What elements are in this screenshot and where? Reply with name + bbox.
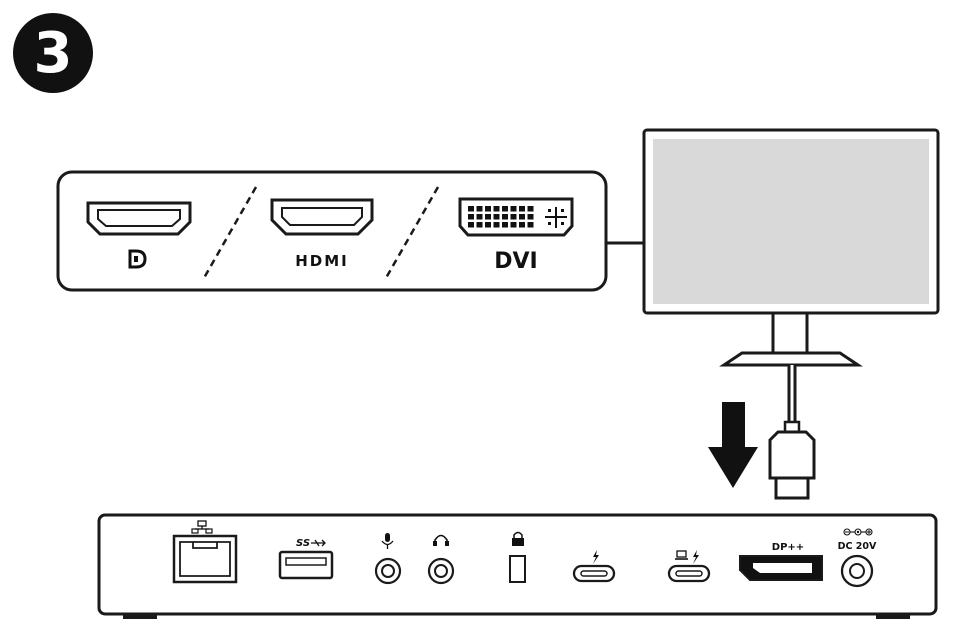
dvi-cross-pins — [545, 207, 567, 228]
network-icon — [191, 520, 213, 534]
connector-options-panel: HDMI DVI — [56, 170, 644, 292]
dc-power-input: DC 20V — [838, 528, 877, 588]
dvi-pin — [468, 214, 474, 220]
headphone-icon — [433, 534, 449, 546]
hdmi-label: HDMI — [295, 252, 349, 270]
dvi-pin — [527, 214, 534, 220]
usb-a-port: SS — [278, 538, 334, 580]
thunderbolt-port — [572, 550, 616, 583]
docking-station: SS — [97, 513, 938, 619]
dvi-pin — [519, 214, 525, 220]
divider-slash — [202, 186, 258, 279]
displayport-cable — [768, 365, 816, 500]
dvi-connector: DVI — [458, 197, 574, 274]
step-number: 3 — [34, 21, 73, 86]
dvi-pin — [476, 214, 483, 220]
thunderbolt-icon — [593, 550, 599, 564]
dvi-pin — [519, 222, 525, 228]
lock-icon — [512, 531, 524, 546]
dvi-pin — [476, 206, 483, 212]
dvi-pin — [527, 222, 534, 228]
dvi-pin — [468, 222, 474, 228]
hdmi-connector: HDMI — [270, 198, 374, 270]
displayport-logo-icon — [128, 249, 147, 269]
laptop-icon — [675, 550, 688, 560]
dvi-pin — [502, 206, 508, 212]
dvi-pin — [510, 214, 517, 220]
monitor-screen — [653, 139, 929, 304]
dvi-pin-grid — [468, 206, 534, 228]
dvi-pin — [493, 206, 500, 212]
divider-slash — [384, 186, 440, 279]
dvi-pin — [519, 206, 525, 212]
dvi-pin — [493, 222, 500, 228]
monitor — [642, 128, 940, 367]
lan-port — [172, 520, 238, 584]
dvi-pin — [485, 214, 491, 220]
thunderbolt-icon — [693, 550, 699, 564]
thunderbolt-upstream-port — [667, 550, 711, 583]
dvi-pin — [527, 206, 534, 212]
usb-superspeed-icon: SS — [296, 538, 310, 549]
displayport-output: DP++ — [739, 542, 823, 581]
dvi-pin — [502, 214, 508, 220]
arrow-down-icon — [708, 402, 758, 488]
dvi-pin — [493, 214, 500, 220]
dvi-pin — [468, 206, 474, 212]
dvi-label: DVI — [494, 249, 537, 274]
monitor-stand-neck — [771, 311, 809, 355]
displayport-connector — [86, 201, 192, 269]
cable-plug-tip — [774, 476, 810, 500]
dvi-pin — [476, 222, 483, 228]
microphone-icon — [381, 533, 394, 549]
dvi-pin — [510, 222, 517, 228]
dc-polarity-icon — [843, 528, 873, 536]
dock-foot-right — [876, 613, 910, 619]
step-badge: 3 — [13, 13, 93, 93]
dvi-pin — [485, 222, 491, 228]
dock-foot-left — [123, 613, 157, 619]
cable-plug — [768, 430, 816, 480]
dvi-pin — [510, 206, 517, 212]
dp-label: DP++ — [772, 542, 804, 553]
monitor-stand-base — [719, 351, 863, 367]
microphone-jack — [374, 533, 402, 585]
dvi-pin — [485, 206, 491, 212]
dvi-pin — [502, 222, 508, 228]
security-slot — [509, 531, 526, 583]
dc-label: DC 20V — [838, 541, 877, 552]
headphone-jack — [427, 534, 455, 585]
